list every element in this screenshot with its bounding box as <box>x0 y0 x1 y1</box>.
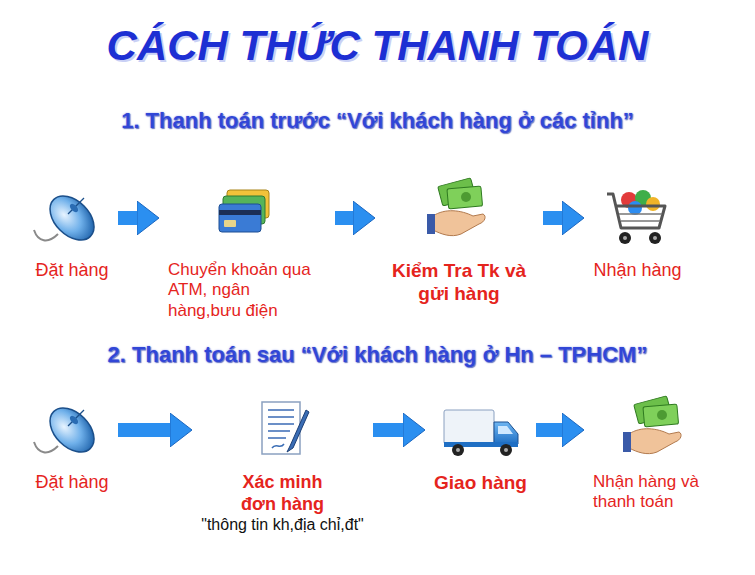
step-node: Đặt hàng <box>29 390 115 498</box>
money-hand-icon <box>427 178 485 236</box>
step-label: Chuyển khoản qua ATM, ngân hàng,bưu điện <box>168 260 326 321</box>
step-label: Kiểm Tra Tk và gửi hàng <box>384 260 534 306</box>
section-heading: 1. Thanh toán trước “Với khách hàng ở cá… <box>0 108 755 134</box>
truck-icon <box>444 410 518 456</box>
step-label: Xác minh đơn hàng <box>228 472 338 515</box>
flow-arrow <box>373 423 403 437</box>
flow-arrow <box>118 211 137 225</box>
flow-arrow <box>543 211 562 225</box>
step-node: Chuyển khoản qua ATM, ngân hàng,bưu điện <box>162 178 332 325</box>
flow-arrow <box>118 423 170 437</box>
page-title: CÁCH THỨC THANH TOÁN <box>0 22 755 70</box>
step-label: "thông tin kh,địa chỉ,đt" <box>201 515 364 534</box>
step-node: Xác minh đơn hàng"thông tin kh,địa chỉ,đ… <box>195 390 370 538</box>
step-label: Nhận hàng và thanh toán <box>593 472 718 513</box>
step-label: Giao hàng <box>434 472 527 495</box>
section-heading: 2. Thanh toán sau “Với khách hàng ở Hn –… <box>0 342 755 368</box>
card-icon <box>219 190 269 232</box>
step-node: Kiểm Tra Tk và gửi hàng <box>378 178 540 310</box>
step-label: Đặt hàng <box>35 260 108 282</box>
flow-arrow <box>536 423 562 437</box>
step-label: Nhận hàng <box>593 260 681 282</box>
mouse-icon <box>34 188 102 249</box>
mouse-icon <box>34 400 102 461</box>
document-icon <box>262 402 309 454</box>
cart-icon <box>607 190 665 244</box>
flow-arrow <box>335 211 353 225</box>
step-label: Đặt hàng <box>35 472 108 494</box>
step-node: Nhận hàng và thanh toán <box>587 390 724 517</box>
step-node: Đặt hàng <box>29 178 115 286</box>
money-hand-icon <box>623 396 681 454</box>
step-node: Giao hàng <box>428 390 533 499</box>
step-node: Nhận hàng <box>587 178 688 286</box>
